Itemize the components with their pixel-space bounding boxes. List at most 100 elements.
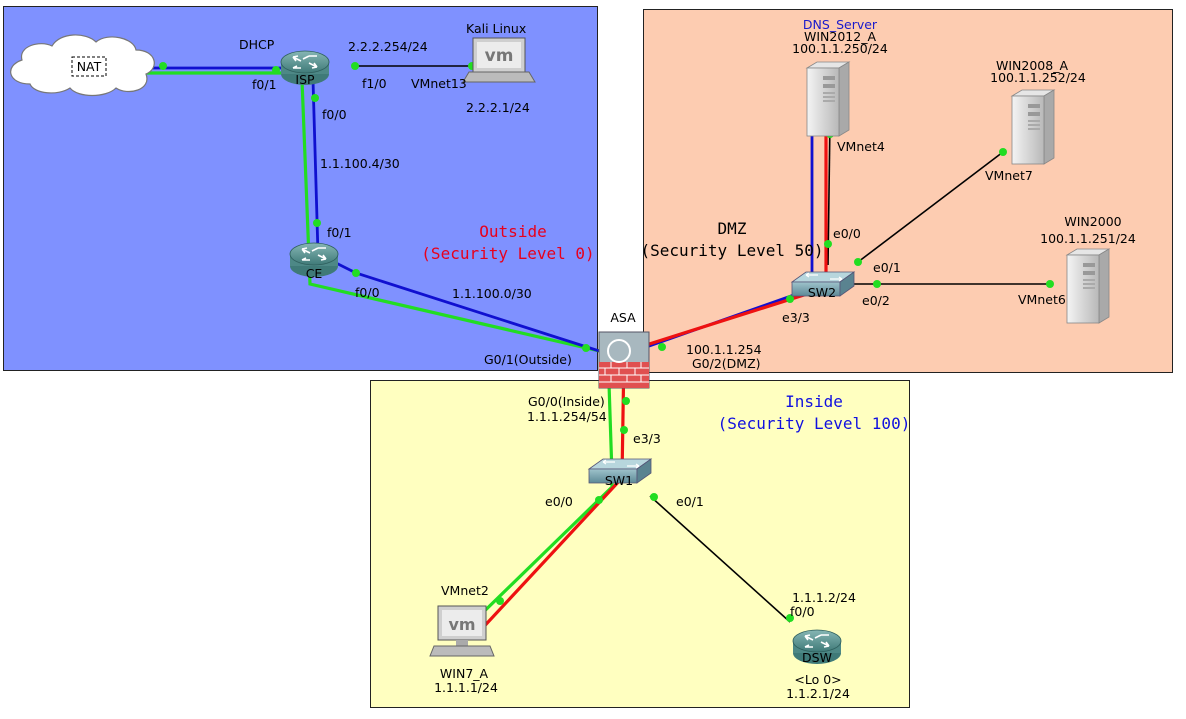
label-sw1-e0-0: e0/0 xyxy=(545,494,573,509)
port-dot-asa-g0-0 xyxy=(622,397,630,405)
label-asa-g0-1: G0/1(Outside) xyxy=(484,352,572,367)
port-dot-ce-f0-1 xyxy=(313,219,321,227)
port-dot-isp-f1-0 xyxy=(351,62,359,70)
port-dot-sw2-e3-3 xyxy=(786,295,794,303)
inside-zone-name: Inside xyxy=(785,392,843,411)
isp-ip: 2.2.2.254/24 xyxy=(348,39,428,54)
label-vmnet13: VMnet13 xyxy=(411,76,467,91)
label-sw2-e0-1: e0/1 xyxy=(873,260,901,275)
label-asa-g0-0-ip: 1.1.1.254/54 xyxy=(527,409,607,424)
dsw-loopback: <Lo 0> xyxy=(794,672,841,687)
port-dot-isp-f0-0 xyxy=(311,94,319,102)
label-isp-f1-0: f1/0 xyxy=(362,76,387,91)
nat-label: NAT xyxy=(77,59,102,74)
dns-name: WIN2012_A xyxy=(804,29,876,44)
inside-zone-level: (Security Level 100) xyxy=(718,414,911,433)
link-sw2-win2008 xyxy=(857,151,1004,263)
dsw-router[interactable]: DSW xyxy=(792,629,842,665)
label-isp-f0-0: f0/0 xyxy=(322,107,347,122)
win2008-name: WIN2008_A xyxy=(996,58,1068,73)
label-sw1-e3-3: e3/3 xyxy=(633,431,661,446)
port-dot-sw1-e0-1 xyxy=(650,493,658,501)
dns-server[interactable] xyxy=(806,61,850,137)
vm-logo-icon: vm xyxy=(485,46,514,66)
port-dot-sw1-e3-3 xyxy=(620,426,628,434)
label-vmnet4: VMnet4 xyxy=(837,139,885,154)
dmz-zone-level: (Security Level 50) xyxy=(640,241,823,260)
brick-wall-icon xyxy=(599,362,649,388)
label-ce-f0-1: f0/1 xyxy=(327,225,352,240)
label-link-ce-asa: 1.1.100.0/30 xyxy=(452,286,532,301)
win2000-ip: 100.1.1.251/24 xyxy=(1040,231,1136,246)
win2008-ip: 100.1.1.252/24 xyxy=(990,70,1086,85)
port-dot-sw2-e0-0 xyxy=(824,240,832,248)
label-sw2-e3-3: e3/3 xyxy=(782,310,810,325)
label-vmnet6: VMnet6 xyxy=(1018,292,1066,307)
win7-pc[interactable]: vm xyxy=(429,605,495,657)
laptop-keyboard-icon xyxy=(462,71,536,83)
server-icon xyxy=(1011,89,1055,165)
isp-dhcp-title: DHCP xyxy=(239,37,275,52)
win7-name: WIN7_A xyxy=(440,666,489,681)
label-dsw-f0-0: f0/0 xyxy=(790,604,815,619)
label-asa-g0-2-ip: 100.1.1.254 xyxy=(686,342,762,357)
win2008-server[interactable] xyxy=(1011,89,1055,165)
ce-label: CE xyxy=(306,266,323,281)
outside-zone-name: Outside xyxy=(479,222,546,241)
port-dot-sw2-e0-1 xyxy=(854,258,862,266)
port-dot-asa-g0-2 xyxy=(658,343,666,351)
dsw-ip: 1.1.1.2/24 xyxy=(792,590,856,605)
sw2-label: SW2 xyxy=(808,285,836,300)
laptop-screen xyxy=(477,42,521,68)
label-asa-g0-0: G0/0(Inside) xyxy=(528,394,605,409)
port-dot-dsw xyxy=(786,614,794,622)
sw2-switch[interactable]: SW2 xyxy=(791,271,855,300)
nat-box xyxy=(71,56,107,77)
asa-emblem-icon xyxy=(607,339,631,363)
win2000-name: WIN2000 xyxy=(1064,214,1121,229)
outside-zone-level: (Security Level 0) xyxy=(421,244,594,263)
asa-firewall[interactable]: ASA xyxy=(598,310,650,389)
port-dot-win7 xyxy=(496,597,504,605)
port-dot-sw2-e0-2 xyxy=(873,280,881,288)
nat-cloud[interactable]: NAT xyxy=(10,34,155,97)
monitor-screen xyxy=(442,610,482,636)
label-isp-f0-1: f0/1 xyxy=(252,77,277,92)
isp-router[interactable]: ISP xyxy=(280,50,330,87)
label-vmnet2: VMnet2 xyxy=(441,583,489,598)
kali-title: Kali Linux xyxy=(466,21,526,36)
label-ce-f0-0: f0/0 xyxy=(355,285,380,300)
keyboard-icon xyxy=(429,645,495,657)
label-sw1-e0-1: e0/1 xyxy=(676,494,704,509)
port-dot-nat xyxy=(159,62,167,70)
port-dot-asa-g0-1 xyxy=(582,344,590,352)
port-dot-sw1-e0-0 xyxy=(595,496,603,504)
dsw-label: DSW xyxy=(802,650,832,665)
server-icon xyxy=(806,61,850,137)
label-sw2-e0-0: e0/0 xyxy=(833,226,861,241)
label-link-isp-ce: 1.1.100.4/30 xyxy=(320,156,400,171)
dmz-zone-name: DMZ xyxy=(718,219,747,238)
sw1-switch[interactable]: SW1 xyxy=(588,458,652,488)
vm-logo-icon: vm xyxy=(448,615,475,634)
isp-label: ISP xyxy=(295,72,315,87)
dns-ip: 100.1.1.250/24 xyxy=(792,41,888,56)
port-dots xyxy=(159,62,1054,622)
link-sw1-dsw xyxy=(649,495,791,623)
label-vmnet7: VMnet7 xyxy=(985,168,1033,183)
kali-ip: 2.2.2.1/24 xyxy=(466,100,530,115)
ce-router[interactable]: CE xyxy=(289,242,339,281)
port-dot-win2008 xyxy=(999,148,1007,156)
win7-ip: 1.1.1.1/24 xyxy=(434,680,498,695)
sw1-label: SW1 xyxy=(605,473,633,488)
port-dot-isp-f0-1 xyxy=(272,66,280,74)
monitor-stand xyxy=(456,640,468,646)
label-asa-g0-2: G0/2(DMZ) xyxy=(692,356,761,371)
port-dot-ce-f0-0 xyxy=(352,269,360,277)
label-sw2-e0-2: e0/2 xyxy=(862,293,890,308)
asa-label: ASA xyxy=(610,310,636,325)
kali-laptop[interactable]: vm xyxy=(462,37,536,83)
dns-role: DNS_Server xyxy=(803,17,878,32)
win2000-server[interactable] xyxy=(1066,248,1110,324)
